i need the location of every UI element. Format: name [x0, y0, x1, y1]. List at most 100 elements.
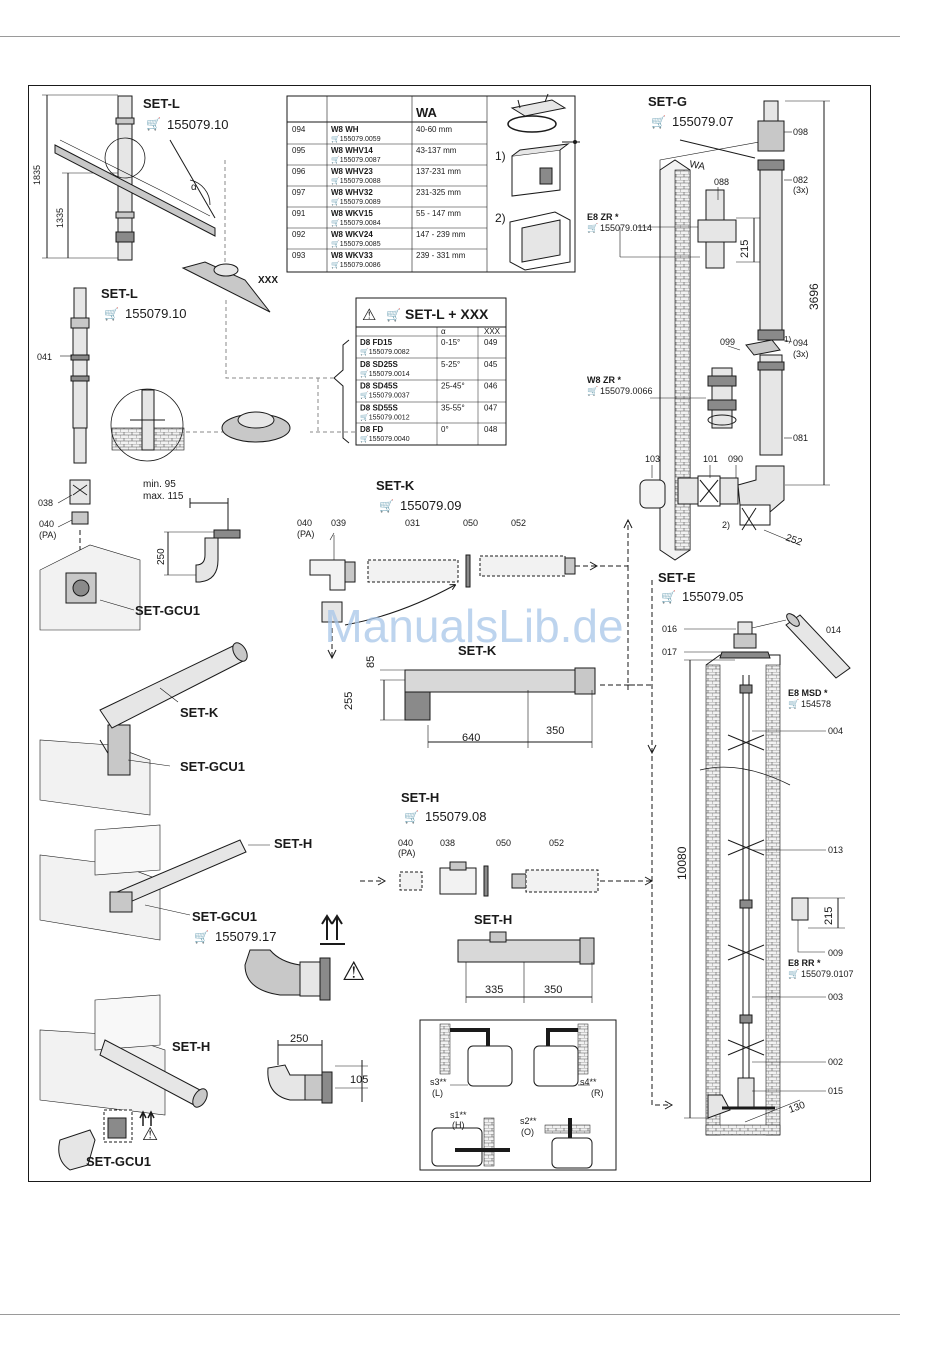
setlxxx-table [225, 297, 507, 446]
part-041: 041 [37, 352, 52, 362]
set-g-title: SET-G [648, 94, 687, 109]
wa-row-name: W8 WKV15 [331, 209, 373, 218]
boiler-set-h-drawing-b [39, 994, 208, 1171]
cart-icon: 🛒 [788, 698, 799, 709]
setlxxx-row-angle: 0° [441, 425, 449, 434]
dim-250-b: 250 [290, 1033, 308, 1045]
wa-row-name: W8 WH [331, 125, 359, 134]
setlxxx-row-code: 🛒155079.0014 [360, 369, 410, 378]
e-dim-10080: 10080 [675, 846, 689, 880]
g-e8zr-code: 155079.0114 [600, 223, 652, 233]
g-marker-1: 1) [784, 335, 791, 344]
setlxxx-title: SET-L + XXX [405, 306, 489, 322]
set-k-code: 155079.09 [400, 498, 461, 513]
setlxxx-row-name: D8 SD25S [360, 360, 398, 369]
wa-row-range: 40-60 mm [416, 125, 452, 134]
g-w8zr-code: 155079.0066 [600, 386, 653, 396]
wa-row-code: 🛒155079.0088 [331, 176, 381, 185]
wa-header: WA [416, 105, 438, 120]
cart-icon: 🛒 [651, 115, 666, 129]
wa-row-range: 137-231 mm [416, 167, 461, 176]
setlxxx-row-code: 🛒155079.0040 [360, 434, 410, 443]
h-part-050: 050 [496, 838, 511, 848]
part-040-pa: (PA) [39, 530, 56, 540]
set-e-code: 155079.05 [682, 589, 743, 604]
dim-105: 105 [350, 1074, 368, 1086]
g-part-090: 090 [728, 454, 743, 464]
diagram-frame [28, 85, 871, 1182]
set-gcu1-code-c: 155079.17 [215, 929, 276, 944]
g-part-081: 081 [793, 433, 808, 443]
g-part-088: 088 [714, 177, 729, 187]
g-e8zr-label: E8 ZR * [587, 212, 619, 222]
dim-335: 335 [485, 984, 503, 996]
header-rule [0, 36, 900, 37]
clearance-diagram [419, 1019, 617, 1171]
wa-row-range: 147 - 239 mm [416, 230, 466, 239]
wa-row-code: 🛒155079.0085 [331, 239, 381, 248]
set-k-assembled-drawing [380, 667, 630, 748]
cart-icon: 🛒 [194, 930, 209, 944]
set-h-side-label-a: SET-H [274, 836, 312, 851]
setlxxx-row-xxx: 047 [484, 403, 498, 412]
set-h-side-label-b: SET-H [172, 1039, 210, 1054]
boiler-set-k-drawing [39, 642, 248, 816]
set-gcu1-label-b: SET-GCU1 [180, 759, 245, 774]
wa-marker-2: 2) [495, 211, 506, 225]
set-l-title-left: SET-L [101, 286, 138, 301]
set-l-vertical-drawing [39, 287, 291, 631]
wa-row-name: W8 WKV33 [331, 251, 373, 260]
setlxxx-row-angle: 0-15° [441, 338, 460, 347]
setlxxx-row-angle: 5-25° [441, 360, 460, 369]
g-marker-2: 2) [722, 520, 730, 530]
orientation-arrows [244, 914, 345, 1001]
set-k-side-label: SET-K [180, 705, 219, 720]
g-part-099: 099 [720, 337, 735, 347]
wa-marker-1: 1) [495, 149, 506, 163]
wa-row-range: 231-325 mm [416, 188, 461, 197]
set-l-roof-drawing [42, 94, 271, 313]
k-part-031: 031 [405, 518, 420, 528]
wa-row-range: 43-137 mm [416, 146, 457, 155]
wa-row-name: W8 WHV32 [331, 188, 373, 197]
e-part-017: 017 [662, 647, 677, 657]
wa-row-code: 🛒155079.0059 [331, 134, 381, 143]
set-h-code: 155079.08 [425, 809, 486, 824]
cart-icon: 🛒 [587, 222, 598, 233]
set-e-title: SET-E [658, 570, 696, 585]
cart-icon: 🛒 [146, 117, 161, 131]
h-part-040-pa: (PA) [398, 848, 415, 858]
wa-row-name: W8 WHV14 [331, 146, 373, 155]
set-k-drawing-label: SET-K [458, 643, 497, 658]
h-part-038: 038 [440, 838, 455, 848]
warning-icon: ⚠ [362, 307, 376, 324]
connection-paths [600, 518, 674, 1110]
cart-icon: 🛒 [404, 810, 419, 824]
g-dim-252: 252 [784, 532, 804, 548]
g-part-098: 098 [793, 127, 808, 137]
g-part-094: 094 [793, 338, 808, 348]
set-gcu1-label-a: SET-GCU1 [135, 603, 200, 618]
h-part-052: 052 [549, 838, 564, 848]
k-part-040: 040 [297, 518, 312, 528]
s4-label: s4** [580, 1077, 597, 1087]
elbow-min95-drawing [164, 498, 241, 583]
part-038: 038 [38, 498, 53, 508]
wa-row-name: W8 WKV24 [331, 230, 373, 239]
e-part-013: 013 [828, 845, 843, 855]
max-115-label: max. 115 [143, 491, 184, 502]
elbow-250-105-drawing [267, 1040, 368, 1104]
dim-350-a: 350 [546, 725, 564, 737]
setlxxx-row-xxx: 049 [484, 338, 498, 347]
set-h-title: SET-H [401, 790, 439, 805]
wa-row-range: 239 - 331 mm [416, 251, 466, 260]
wa-row-range: 55 - 147 mm [416, 209, 461, 218]
wa-row-name: W8 WHV23 [331, 167, 373, 176]
e-part-009: 009 [828, 948, 843, 958]
setlxxx-row-xxx: 046 [484, 382, 498, 391]
dim-1335: 1335 [55, 208, 65, 228]
wa-row-number: 096 [292, 167, 306, 176]
s3-label: s3** [430, 1077, 447, 1087]
set-k-title: SET-K [376, 478, 415, 493]
set-e-drawing [684, 613, 851, 1136]
